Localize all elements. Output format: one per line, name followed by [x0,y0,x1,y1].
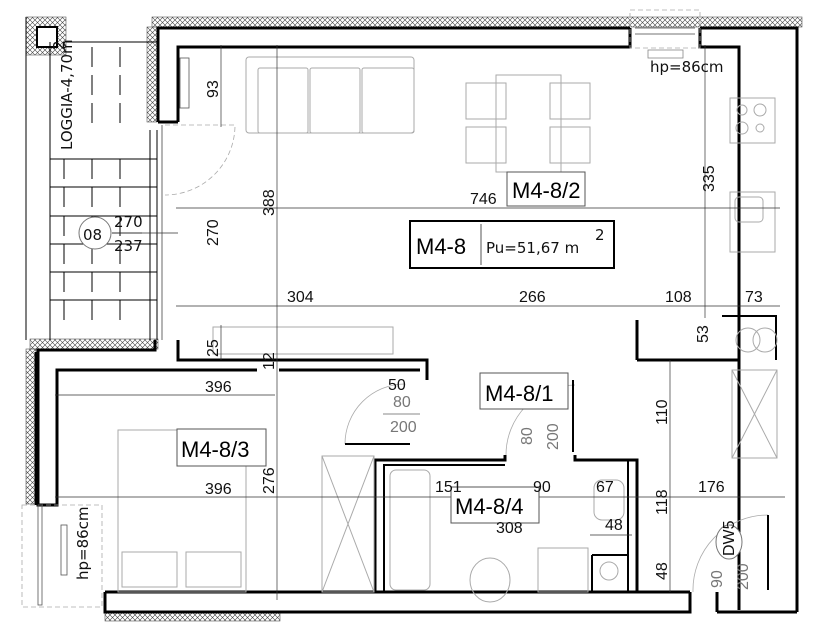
dimension-lines [55,45,785,600]
kitchen-sink [729,191,776,253]
dim-12: 12 [261,352,278,370]
kitchen-appliances [735,327,778,353]
entry-door-tag-circle [715,524,743,560]
balcony-door-tag: 08 [83,226,102,244]
dim-50: 50 [388,377,406,394]
dim-396-bottom: 396 [205,481,232,498]
dim-118: 118 [654,489,671,515]
washing-machine [537,547,589,593]
insulation-hatch [25,16,803,622]
washbasin [469,557,511,603]
room-box-living [506,171,586,207]
window-sill-height-top: hp=86cm [650,58,724,76]
bedroom-door-swing [344,383,406,445]
apartment-area: Pu=51,67 m [486,239,579,257]
bedroom-door-height: 200 [390,419,417,436]
dining-table [465,74,591,173]
entry-door-swing [692,514,769,593]
furniture [117,56,778,603]
dim-396-top: 396 [205,379,232,396]
room-box-bedroom [176,428,267,467]
entry-door-width: 90 [709,570,726,588]
room-box-bathroom [450,486,540,524]
ventilation-shaft [36,26,58,48]
loggia-area-superscript: 2 [50,40,68,50]
room-box-hall [479,372,569,410]
dim-270: 270 [205,219,222,246]
tv-cabinet [212,326,394,355]
dim-93: 93 [205,80,222,98]
boiler [599,561,619,581]
bathtub [389,469,431,591]
bedroom-wardrobe [321,455,375,593]
dim-151: 151 [435,479,462,496]
apartment-area-superscript: 2 [595,226,605,244]
dim-746: 746 [470,191,497,208]
bedroom-door-width: 80 [393,394,411,411]
dim-90: 90 [533,479,551,496]
dim-266: 266 [519,289,546,306]
room-label-hall: M4-8/1 [485,381,553,406]
dim-25: 25 [205,339,222,357]
dim-67: 67 [596,479,614,496]
hall-wardrobe [731,369,778,459]
door-tag-circle [78,216,112,250]
window-sill-height-left: hp=86cm [74,506,92,580]
dim-48-horizontal: 48 [605,517,623,534]
window-top [629,9,701,49]
room-label-living: M4-8/2 [512,178,580,203]
openings [21,9,769,608]
entry-door-height: 200 [735,563,752,590]
balcony-door-width: 270 [114,213,143,231]
entry-door-tag: DW5 [721,520,738,556]
bath-door-width: 80 [519,427,536,445]
apartment-summary-box: M4-8 Pu=51,67 m 2 [409,220,615,269]
dim-308: 308 [496,520,523,537]
dim-73: 73 [745,289,763,306]
dim-388: 388 [261,189,278,216]
dim-304: 304 [287,289,314,306]
cooktop [729,97,776,144]
dim-335: 335 [701,165,718,192]
dim-176: 176 [698,479,725,496]
radiator-living [179,57,190,109]
dim-276: 276 [261,467,278,494]
radiator-bedroom [60,524,68,576]
apartment-id: M4-8 [416,234,466,259]
dimension-labels: 93 388 270 746 335 304 266 108 73 53 25 … [205,80,763,580]
toilet [593,479,625,521]
balcony-door-height: 237 [114,237,143,255]
dim-48-vertical: 48 [654,562,671,580]
loggia-label: LOGGIA-4,70m 2 [50,39,76,150]
loggia-area-label: LOGGIA-4,70m [58,39,76,150]
room-label-bathroom: M4-8/4 [455,494,523,519]
dim-110: 110 [654,399,671,425]
bath-door-height: 200 [545,423,562,450]
radiator-top [647,49,684,59]
dim-108: 108 [665,289,692,306]
room-label-bedroom: M4-8/3 [181,437,249,462]
loggia-floor [25,17,158,340]
balcony-door-swing [164,124,236,196]
sofa [245,56,415,134]
dim-53: 53 [695,325,712,343]
window-left [21,504,103,608]
